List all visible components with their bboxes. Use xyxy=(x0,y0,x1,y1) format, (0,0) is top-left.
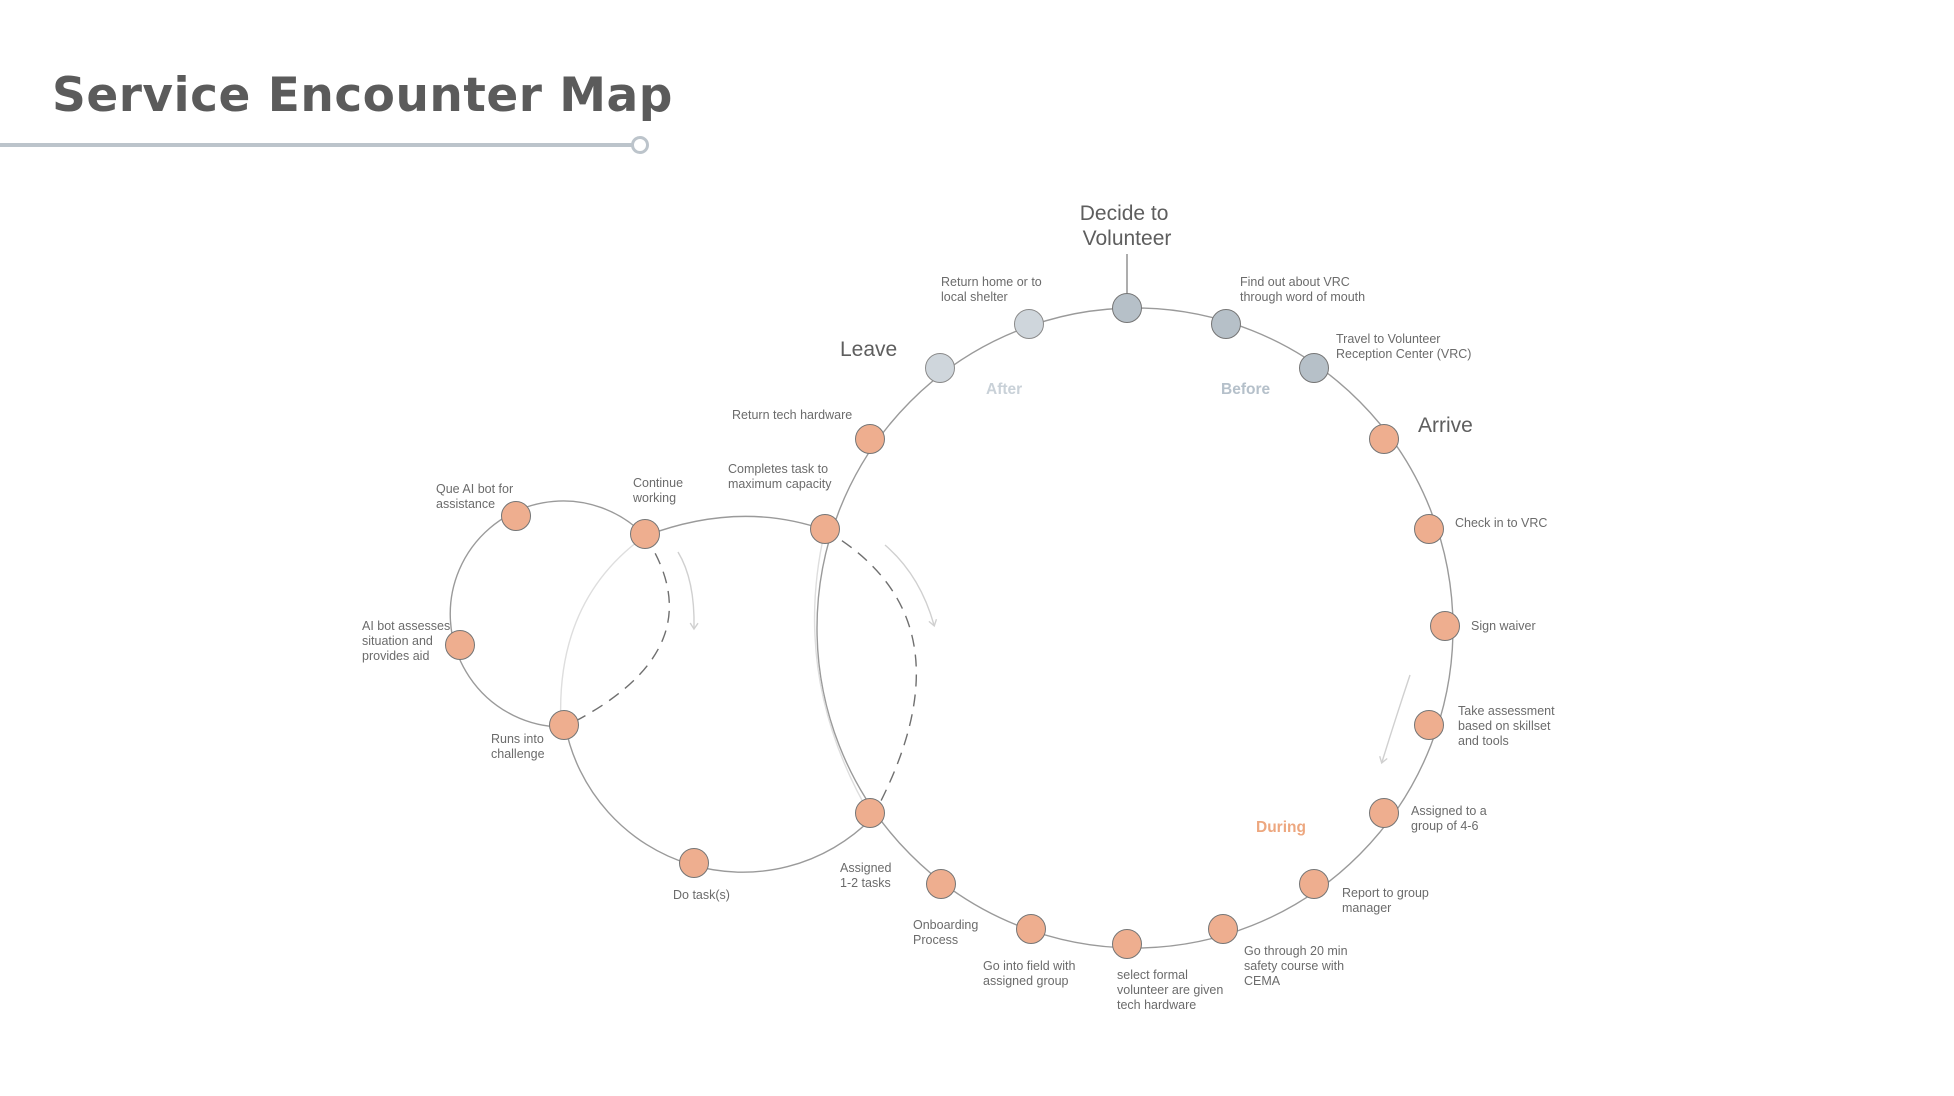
node-ai-assesses xyxy=(445,630,475,660)
step-label-return-home: Return home or to local shelter xyxy=(941,275,1045,304)
node-report xyxy=(1299,869,1329,899)
node-find-out xyxy=(1211,309,1241,339)
task-loop-faint-left xyxy=(559,535,646,726)
phase-during-label: During xyxy=(1256,819,1306,836)
step-label-do-tasks: Do task(s) xyxy=(673,888,730,902)
node-runs-into xyxy=(549,710,579,740)
step-label-assigned-tasks: Assigned 1-2 tasks xyxy=(840,861,895,890)
node-decide xyxy=(1112,293,1142,323)
ai-loop-solid xyxy=(449,500,646,728)
step-label-ai-assesses: AI bot assesses situation and provides a… xyxy=(362,619,454,663)
step-label-return-hw: Return tech hardware xyxy=(732,408,852,422)
step-label-report: Report to group manager xyxy=(1342,886,1432,915)
node-sign-waiver xyxy=(1430,611,1460,641)
ai-loop-dashed xyxy=(563,535,670,728)
step-label-sign-waiver: Sign waiver xyxy=(1471,619,1536,633)
node-safety xyxy=(1208,914,1238,944)
step-label-hardware-given: select formal volunteer are given tech h… xyxy=(1117,968,1227,1012)
step-label-continue: Continue working xyxy=(632,476,687,505)
flow-arrow-task-icon xyxy=(884,544,938,628)
page-title: Service Encounter Map xyxy=(52,68,673,123)
step-label-find-out: Find out about VRC through word of mouth xyxy=(1240,275,1365,304)
stage-leave-label: Leave xyxy=(840,338,897,361)
task-loop-dashed xyxy=(824,529,918,819)
node-arrive xyxy=(1369,424,1399,454)
node-onboarding xyxy=(926,869,956,899)
node-travel xyxy=(1299,353,1329,383)
title-divider-end-icon xyxy=(631,136,649,154)
title-divider xyxy=(0,143,635,147)
step-label-travel: Travel to Volunteer Reception Center (VR… xyxy=(1336,332,1471,361)
step-label-assigned-group: Assigned to a group of 4-6 xyxy=(1411,804,1490,833)
phase-before-label: Before xyxy=(1221,381,1270,398)
node-assigned-group xyxy=(1369,798,1399,828)
step-label-safety: Go through 20 min safety course with CEM… xyxy=(1244,944,1351,988)
step-label-check-in: Check in to VRC xyxy=(1455,516,1547,530)
node-continue xyxy=(630,519,660,549)
node-return-home xyxy=(1014,309,1044,339)
main-journey-loop xyxy=(816,307,1454,949)
node-into-field xyxy=(1016,914,1046,944)
node-hardware-given xyxy=(1112,929,1142,959)
node-check-in xyxy=(1414,514,1444,544)
flow-arrow-during-icon xyxy=(1379,674,1411,765)
task-loop-top xyxy=(644,515,826,537)
step-label-onboarding: Onboarding Process xyxy=(913,918,982,947)
node-que-ai xyxy=(501,501,531,531)
flow-arrow-ai-icon xyxy=(677,551,699,631)
task-loop-solid xyxy=(564,724,873,873)
node-assigned-tasks xyxy=(855,798,885,828)
step-label-completes: Completes task to maximum capacity xyxy=(728,462,832,491)
node-leave xyxy=(925,353,955,383)
phase-after-label: After xyxy=(986,381,1022,398)
stage-arrive-label: Arrive xyxy=(1418,414,1473,437)
node-completes xyxy=(810,514,840,544)
node-do-tasks xyxy=(679,848,709,878)
step-label-que-ai: Que AI bot for assistance xyxy=(436,482,517,511)
step-label-runs-into: Runs into challenge xyxy=(491,732,547,761)
step-label-into-field: Go into field with assigned group xyxy=(983,959,1079,988)
node-assessment xyxy=(1414,710,1444,740)
node-return-hw xyxy=(855,424,885,454)
task-loop-faint-right xyxy=(813,529,873,819)
step-label-assessment: Take assessment based on skillset and to… xyxy=(1458,704,1558,748)
stage-decide-label: Decide to Volunteer xyxy=(1080,202,1175,250)
